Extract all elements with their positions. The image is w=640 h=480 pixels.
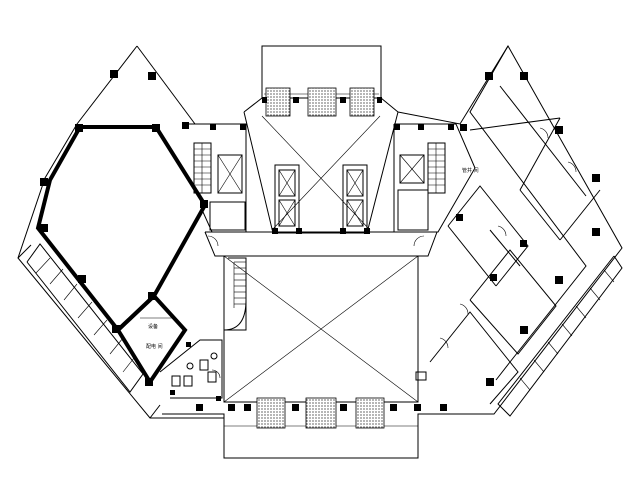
right-wing-outline — [397, 45, 623, 417]
left-hall — [35, 70, 208, 386]
right-core: 管井 间 — [393, 123, 479, 233]
bottom-hatch-3 — [355, 397, 385, 429]
top-hatch-1 — [265, 87, 291, 117]
top-hatch-3 — [349, 87, 375, 117]
label-room-a: 设备 — [148, 323, 158, 330]
bottom-entrance — [162, 397, 474, 459]
left-wing-outline — [17, 45, 224, 419]
bottom-hatch-2 — [305, 397, 337, 429]
bottom-hatch-1 — [256, 397, 286, 429]
label-room-c: 管井 间 — [462, 167, 479, 174]
top-hatch-2 — [307, 87, 337, 117]
left-core — [182, 122, 247, 233]
right-wing-rooms — [429, 85, 601, 405]
left-stair — [223, 257, 247, 331]
right-columns — [456, 72, 600, 386]
elevators — [272, 164, 370, 234]
left-toilets — [159, 339, 223, 401]
top-entrance — [243, 45, 399, 117]
left-service-room: 设备 配电 间 — [140, 317, 176, 350]
top-void — [243, 111, 399, 234]
label-room-b: 配电 间 — [146, 343, 163, 350]
atrium-details — [207, 235, 427, 381]
